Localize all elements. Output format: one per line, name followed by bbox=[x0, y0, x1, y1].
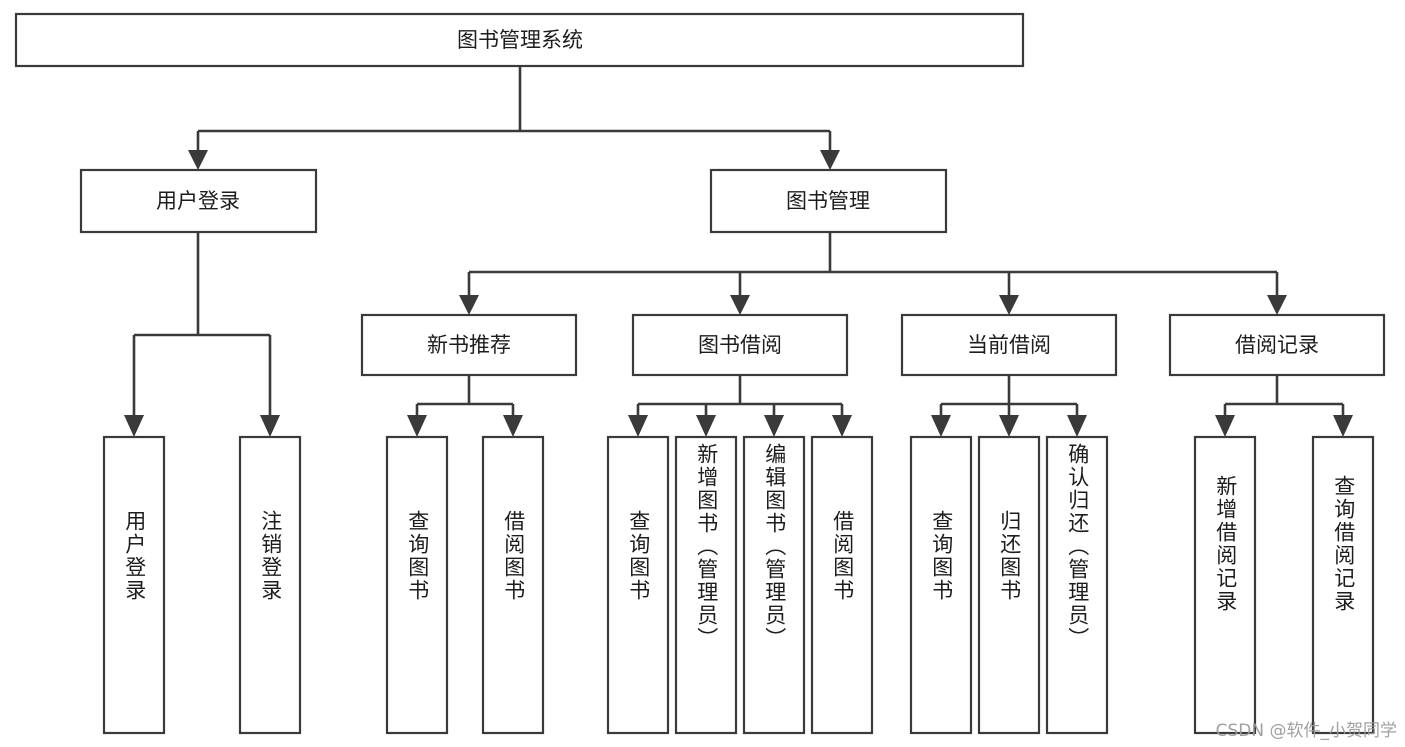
node-boxes bbox=[14, 12, 1386, 735]
arrowhead-records-l2 bbox=[1333, 415, 1353, 437]
arrowhead-borrow-l2 bbox=[696, 415, 716, 437]
label-book-management: 图书管理 bbox=[786, 189, 870, 213]
arrowhead-newbook bbox=[459, 295, 479, 315]
arrowhead-current-l1 bbox=[931, 415, 951, 437]
arrowhead-borrow bbox=[730, 295, 750, 315]
leaf-query-book-current[interactable] bbox=[909, 435, 973, 735]
label-new-book-recommend: 新书推荐 bbox=[427, 333, 511, 357]
label-root: 图书管理系统 bbox=[457, 28, 583, 52]
node-user-login[interactable] bbox=[79, 168, 318, 234]
leaf-borrow-book-newbook[interactable] bbox=[481, 435, 545, 735]
node-labels: 图书管理系统 用户登录 图书管理 新书推荐 图书借阅 当前借阅 借阅记录 bbox=[156, 28, 1319, 357]
node-root[interactable] bbox=[14, 12, 1025, 68]
arrowhead-leaf-user-login bbox=[124, 415, 144, 437]
label-borrow-records: 借阅记录 bbox=[1235, 333, 1319, 357]
arrowhead-borrow-l4 bbox=[832, 415, 852, 437]
watermark-text: CSDN @软件_小贺同学 bbox=[1215, 721, 1397, 741]
leaf-add-book-admin[interactable] bbox=[674, 435, 738, 735]
leaf-query-book-newbook[interactable] bbox=[385, 435, 449, 735]
arrowhead-newbook-l1 bbox=[407, 415, 427, 437]
arrowhead-leaf-logout bbox=[260, 415, 280, 437]
label-current-borrow: 当前借阅 bbox=[967, 333, 1051, 357]
leaf-borrow-book-borrow[interactable] bbox=[810, 435, 874, 735]
node-book-borrow[interactable] bbox=[631, 313, 849, 377]
leaf-logout-login[interactable] bbox=[238, 435, 302, 735]
leaf-query-borrow-record[interactable] bbox=[1311, 435, 1375, 735]
leaf-edit-book-admin[interactable] bbox=[742, 435, 806, 735]
arrowhead-borrow-l3 bbox=[764, 415, 784, 437]
leaf-query-book-borrow[interactable] bbox=[606, 435, 670, 735]
label-book-borrow: 图书借阅 bbox=[698, 333, 782, 357]
arrowhead-current-l2 bbox=[999, 415, 1019, 437]
arrowhead-records-l1 bbox=[1215, 415, 1235, 437]
node-new-book-recommend[interactable] bbox=[360, 313, 578, 377]
node-borrow-records[interactable] bbox=[1168, 313, 1386, 377]
arrowhead-user-login bbox=[188, 150, 208, 170]
node-current-borrow[interactable] bbox=[900, 313, 1118, 377]
leaf-return-book[interactable] bbox=[977, 435, 1041, 735]
arrowhead-borrow-l1 bbox=[628, 415, 648, 437]
node-book-management[interactable] bbox=[709, 168, 948, 234]
label-user-login: 用户登录 bbox=[156, 189, 240, 213]
arrowhead-newbook-l2 bbox=[503, 415, 523, 437]
leaf-confirm-return-admin[interactable] bbox=[1045, 435, 1109, 735]
arrowhead-current bbox=[999, 295, 1019, 315]
leaf-add-borrow-record[interactable] bbox=[1193, 435, 1257, 735]
arrowhead-current-l3 bbox=[1067, 415, 1087, 437]
arrowhead-book-mgmt bbox=[820, 150, 840, 170]
arrowhead-records bbox=[1267, 295, 1287, 315]
leaf-user-login[interactable] bbox=[102, 435, 166, 735]
connectors bbox=[124, 66, 1353, 437]
